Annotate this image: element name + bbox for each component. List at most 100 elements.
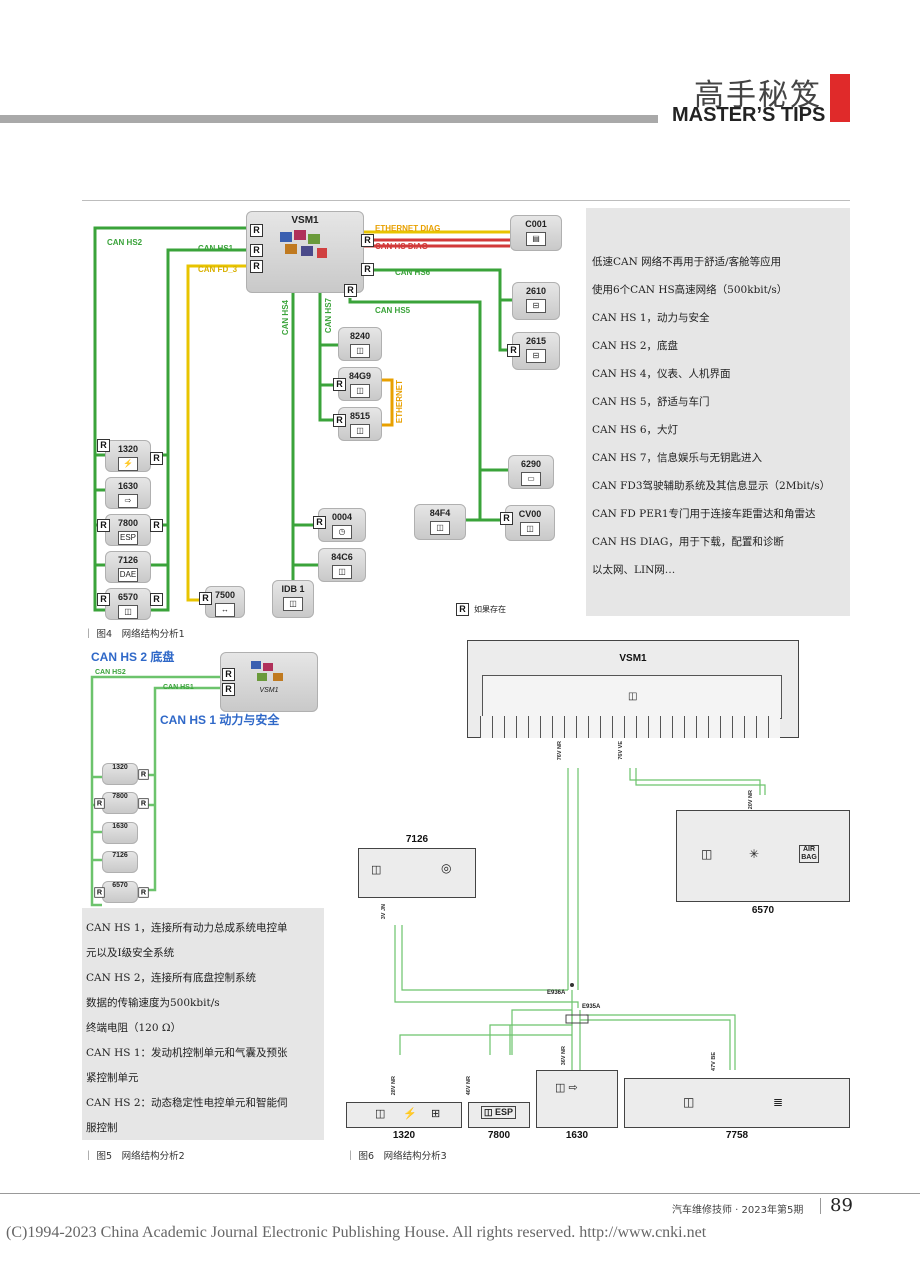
fig4-caption: ｜ 图4 网络结构分析1 xyxy=(84,629,185,640)
top-rule xyxy=(82,200,850,201)
note-line: CAN FD PER1专门用于连接车距雷达和角雷达 xyxy=(592,508,816,520)
box-label-1320: 1320 xyxy=(392,1130,416,1141)
ecu-icon: ◫ ⇨ xyxy=(555,1082,578,1094)
r-tag: R xyxy=(94,798,105,809)
r-tag: R xyxy=(333,414,346,427)
note-line: CAN HS 1：发动机控制单元和气囊及预张 xyxy=(86,1047,288,1059)
connector-label: 47V BE xyxy=(711,1052,717,1071)
note-line: CAN HS 6，大灯 xyxy=(592,424,679,436)
ecu-icon: ◫ xyxy=(628,691,638,702)
wire-label-hs4: CAN HS4 xyxy=(281,300,290,336)
wire-label-eth-diag: ETHERNET DIAG xyxy=(375,224,441,233)
header-accent xyxy=(830,74,850,122)
section-title-en: MASTER’S TIPS xyxy=(672,104,826,126)
module-label: 2610 xyxy=(525,286,547,296)
note-line: CAN HS 4，仪表、人机界面 xyxy=(592,368,731,380)
bolt-icon: ⚡ xyxy=(403,1108,417,1120)
module-c001: C001▤ xyxy=(510,215,562,251)
note-line: CAN HS 1，连接所有动力总成系统电控单 xyxy=(86,922,288,934)
fig5-module-1630: 1630 xyxy=(102,822,138,844)
fig5-module-1320: 1320 xyxy=(102,763,138,785)
page-number: 89 xyxy=(830,1195,853,1216)
note-line: CAN FD3驾驶辅助系统及其信息显示（2Mbit/s） xyxy=(592,480,831,492)
vsm1-label: VSM1 xyxy=(259,687,279,694)
module-label: CV00 xyxy=(518,509,542,519)
module-cv00: CV00◫ xyxy=(505,505,555,541)
header-bar xyxy=(0,115,658,123)
module-label: 7126 xyxy=(117,555,139,565)
fig6-caption: ｜ 图6 网络结构分析3 xyxy=(346,1151,447,1162)
box-label-1630: 1630 xyxy=(565,1130,589,1141)
note-line: CAN HS 2，连接所有底盘控制系统 xyxy=(86,972,257,984)
note-line: 数据的传输速度为500kbit/s xyxy=(86,997,220,1009)
copyright-line: (C)1994-2023 China Academic Journal Elec… xyxy=(6,1224,707,1241)
legend-r-tag: R xyxy=(456,603,469,616)
module-icon: ⇨ xyxy=(118,494,138,508)
r-tag: R xyxy=(333,378,346,391)
note-line: CAN HS 2：动态稳定性电控单元和智能伺 xyxy=(86,1097,288,1109)
module-icon: ⊟ xyxy=(526,299,546,313)
note-line: 低速CAN 网络不再用于舒适/客舱等应用 xyxy=(592,256,782,268)
vsm1-label: VSM1 xyxy=(291,215,319,226)
fig6-7126-box: ◫ ◎ xyxy=(358,848,476,898)
r-tag: R xyxy=(361,263,374,276)
wire-label-hs7: CAN HS7 xyxy=(324,298,333,334)
note-line: 紧控制单元 xyxy=(86,1072,139,1084)
wire-label-hs5: CAN HS5 xyxy=(375,306,411,315)
module-label: 6570 xyxy=(117,592,139,602)
module-84f4: 84F4◫ xyxy=(414,504,466,540)
module-icon: DAE xyxy=(118,568,138,582)
module-label: 8515 xyxy=(349,411,371,421)
fig5-wire-hs2: CAN HS2 xyxy=(95,669,126,676)
connector-label: 46V NR xyxy=(466,1076,472,1096)
r-tag: R xyxy=(507,344,520,357)
fig6-1320-box: ◫ ⚡ ⊞ xyxy=(346,1102,462,1128)
r-tag: R xyxy=(361,234,374,247)
fig5-caption: ｜ 图5 网络结构分析2 xyxy=(84,1151,185,1162)
esp-text: ESP xyxy=(495,1107,514,1117)
ecu-icon: ◫ xyxy=(683,1095,695,1109)
caption-text: 网络结构分析1 xyxy=(121,629,185,640)
vsm1-module: VSM1 xyxy=(246,211,364,293)
ecu-icon: ◫ xyxy=(375,1108,386,1120)
module-8240: 8240◫ xyxy=(338,327,382,361)
module-icon: ◫ xyxy=(350,344,370,358)
engine-icon: ⊞ xyxy=(431,1108,441,1120)
splice-e936a: E936A xyxy=(547,990,566,996)
fig6-1630-box: ◫ ⇨ xyxy=(536,1070,618,1128)
module-label: 6290 xyxy=(520,459,542,469)
module-icon: ▤ xyxy=(526,232,546,246)
r-tag: R xyxy=(138,769,149,780)
fig4-notes-panel: 低速CAN 网络不再用于舒适/客舱等应用 使用6个CAN HS高速网络（500k… xyxy=(586,208,850,616)
footer-rule xyxy=(0,1193,920,1194)
module-label: 84F4 xyxy=(429,508,451,518)
module-label: 1320 xyxy=(112,764,128,771)
fig5-vsm1-module: VSM1 xyxy=(220,652,318,712)
wire-label-ethernet: ETHERNET xyxy=(395,380,404,424)
connector-label: 76V VE xyxy=(618,741,624,760)
fig5-module-6570: 6570 xyxy=(102,881,138,903)
r-tag: R xyxy=(150,593,163,606)
fig5-title-hs2: CAN HS 2 底盘 xyxy=(91,650,175,664)
wire-label-hs2: CAN HS2 xyxy=(107,238,143,247)
fig5-notes-panel: CAN HS 1，连接所有动力总成系统电控单 元以及Ⅰ级安全系统 CAN HS … xyxy=(82,908,324,1140)
connector-label: 3V JN xyxy=(381,904,387,920)
module-icon: ⚡ xyxy=(118,457,138,471)
vsm1-inner xyxy=(482,675,782,719)
module-label: 6570 xyxy=(112,882,128,889)
r-tag: R xyxy=(94,887,105,898)
note-line: CAN HS 7，信息娱乐与无钥匙进入 xyxy=(592,452,763,464)
r-tag: R xyxy=(313,516,326,529)
module-icon: ↔ xyxy=(215,603,235,617)
ecu-icon: ◫ xyxy=(371,864,382,876)
module-icon: ◷ xyxy=(332,525,352,539)
module-label: 1320 xyxy=(117,444,139,454)
module-label: 7800 xyxy=(117,518,139,528)
module-icon: ◫ xyxy=(350,384,370,398)
r-tag: R xyxy=(222,668,235,681)
note-line: 以太网、LIN网… xyxy=(592,564,676,576)
fig6-wiring xyxy=(394,768,766,1070)
caption-text: 网络结构分析3 xyxy=(383,1151,447,1162)
